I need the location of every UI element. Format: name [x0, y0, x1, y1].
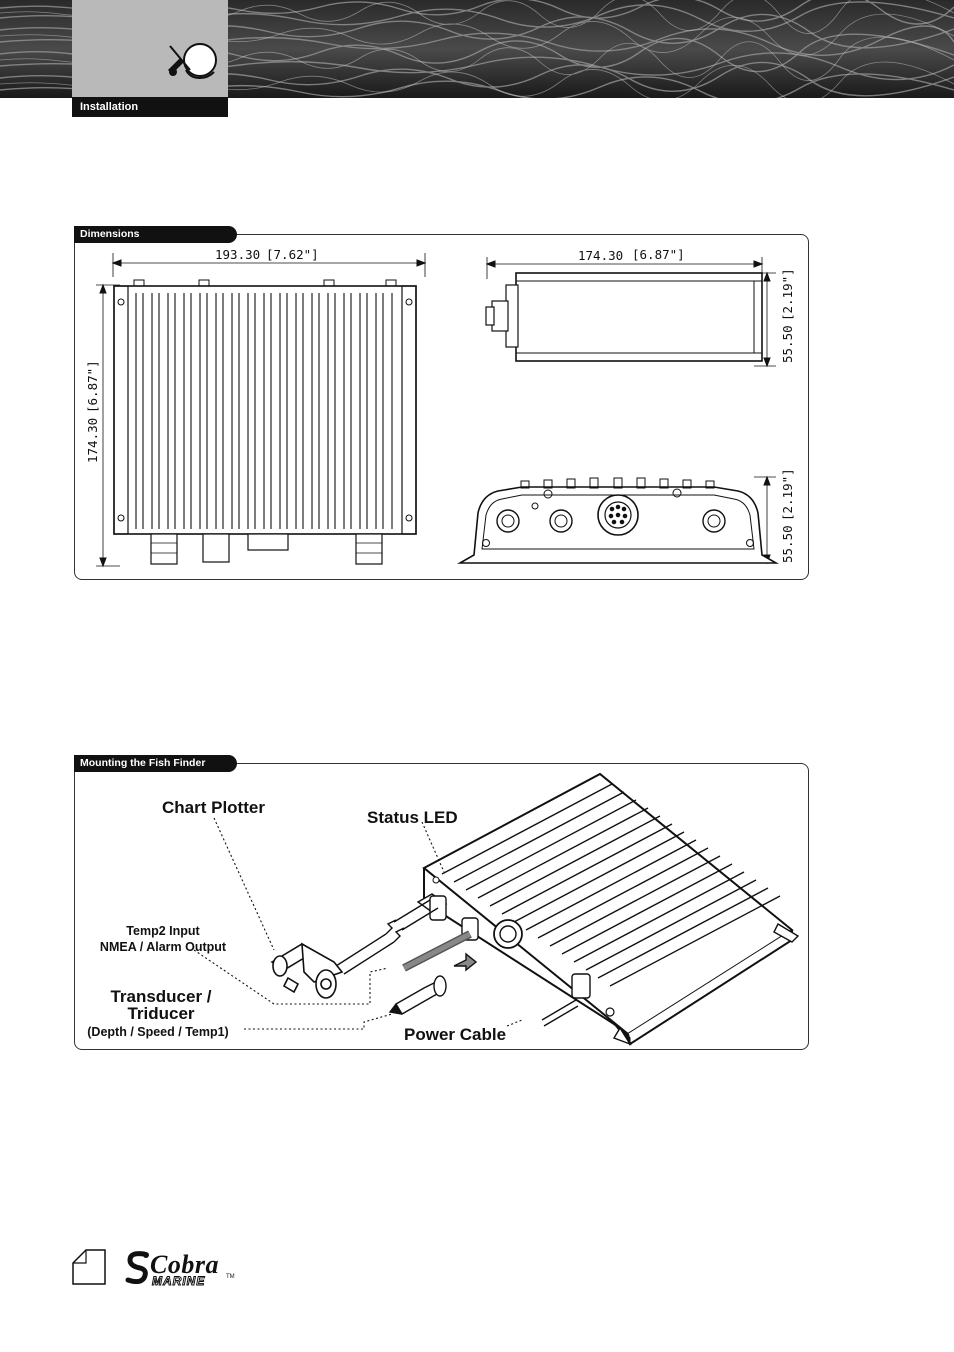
- page-corner-icon: [72, 1249, 106, 1285]
- cobra-snake-icon: [125, 1251, 149, 1284]
- nmea-alarm-label: NMEA / Alarm Output: [100, 940, 227, 954]
- mounting-drawing: Chart Plotter Status LED Temp2 Input NME…: [87, 772, 800, 1046]
- top-width-label: 193.30: [215, 247, 260, 262]
- status-led-label: Status LED: [367, 808, 458, 827]
- screwdriver-magnifier-icon: [168, 43, 217, 80]
- mounting-panel-title: Mounting the Fish Finder: [74, 755, 237, 772]
- dimensions-panel: [74, 234, 809, 580]
- side-height-inch-label: [2.19"]: [780, 268, 795, 321]
- top-height-label: 174.30: [85, 418, 100, 463]
- end-height-label: 55.50: [780, 525, 795, 563]
- temp2-input-label: Temp2 Input: [126, 924, 200, 938]
- cobra-marine-logo: Cobra MARINE TM: [122, 1248, 252, 1289]
- dimensions-drawing: 193.30 [7.62"] 174.30 [6.87"] 174.30 [6.…: [85, 247, 795, 568]
- brand-sub: MARINE: [151, 1274, 206, 1289]
- trademark: TM: [226, 1274, 235, 1280]
- side-length-label: 174.30: [578, 248, 623, 263]
- top-view-drawing: [96, 253, 427, 568]
- chart-plotter-label: Chart Plotter: [162, 798, 265, 817]
- mounting-panel: [74, 763, 809, 1050]
- top-height-inch-label: [6.87"]: [85, 360, 100, 413]
- side-view-drawing: [485, 257, 776, 368]
- end-view-drawing: [456, 475, 780, 565]
- dimensions-panel-title: Dimensions: [74, 226, 237, 243]
- section-label: Installation: [72, 97, 228, 117]
- side-height-label: 55.50: [780, 325, 795, 363]
- power-cable-label: Power Cable: [404, 1025, 506, 1044]
- top-width-inch-label: [7.62"]: [266, 247, 319, 262]
- fish-finder-unit: [422, 772, 800, 1046]
- transducer-label: Transducer /: [110, 987, 211, 1006]
- brand-name: Cobra: [150, 1250, 219, 1279]
- depth-speed-temp-label: (Depth / Speed / Temp1): [87, 1025, 228, 1039]
- triducer-label: Triducer: [127, 1004, 194, 1023]
- end-height-inch-label: [2.19"]: [780, 468, 795, 521]
- side-length-inch-label: [6.87"]: [632, 247, 685, 262]
